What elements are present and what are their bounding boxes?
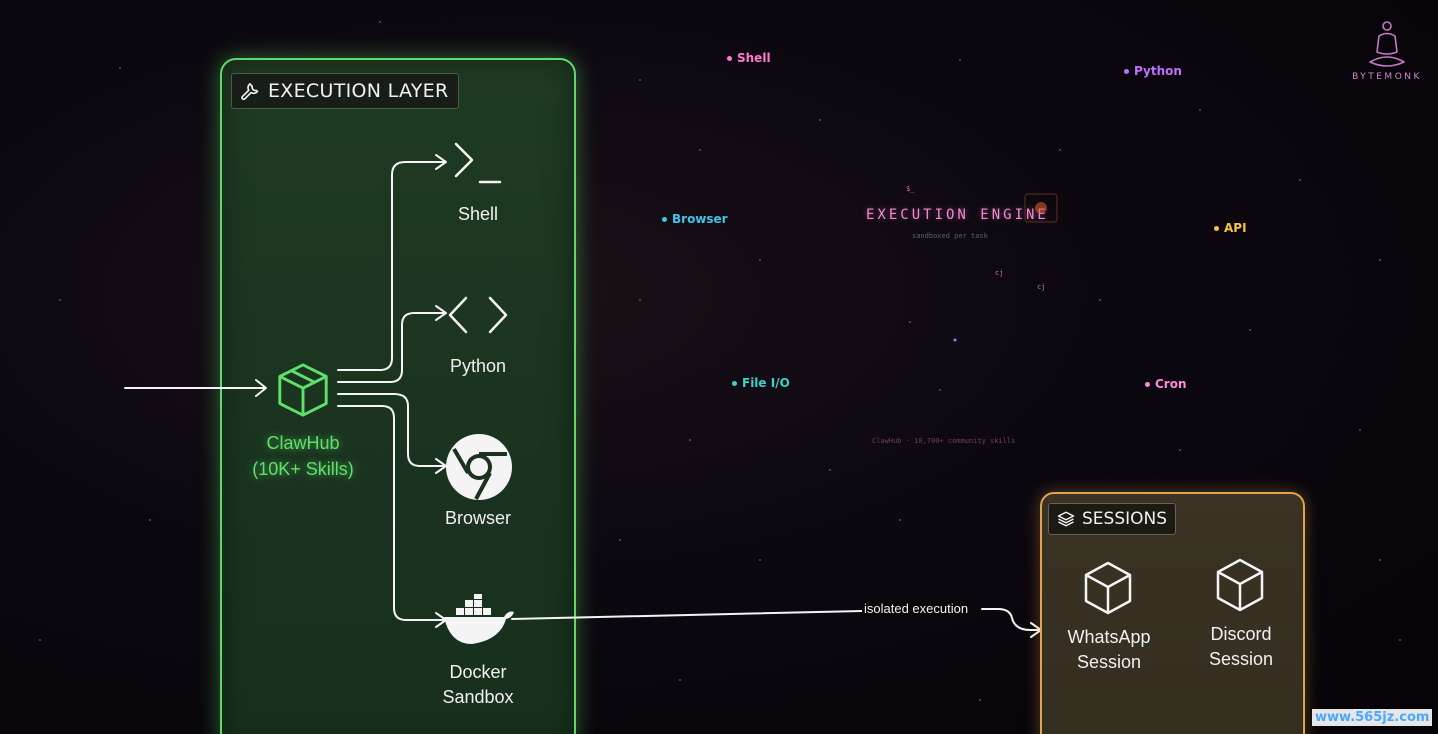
engine-orbit-glyph-1: cj — [995, 269, 1004, 277]
execution-engine-subtitle: sandboxed per task — [912, 232, 988, 240]
layers-icon — [1057, 511, 1075, 527]
clawhub-subtitle: (10K+ Skills) — [252, 459, 354, 479]
engine-node-file-io-text: File I/O — [742, 376, 790, 390]
bytemonk-logo-icon — [1369, 21, 1405, 67]
input-arrow — [124, 379, 267, 397]
engine-prompt-glyph: $_ — [906, 185, 915, 193]
branch-to-shell — [337, 154, 447, 371]
whatsapp-session-line1: WhatsApp — [1067, 627, 1151, 647]
engine-node-api-text: API — [1224, 221, 1247, 235]
engine-node-shell: Shell — [727, 51, 771, 65]
chrome-browser-icon — [446, 434, 512, 500]
engine-core-glow — [1024, 193, 1058, 223]
engine-node-shell-text: Shell — [737, 51, 771, 65]
branch-to-browser — [337, 393, 447, 474]
engine-node-dot — [662, 216, 667, 222]
engine-node-dot — [1145, 381, 1150, 387]
terminal-prompt-icon — [454, 142, 502, 184]
docker-sandbox-label: Docker Sandbox — [428, 660, 528, 710]
engine-footer: ClawHub · 10,700+ community skills — [872, 437, 1016, 445]
isolated-execution-link — [511, 610, 863, 620]
isolated-execution-label: isolated execution — [862, 601, 971, 616]
engine-node-file-io: File I/O — [732, 376, 790, 390]
watermark: www.565jz.com — [1312, 709, 1433, 726]
engine-node-browser-text: Browser — [672, 212, 728, 226]
engine-node-dot — [732, 380, 737, 386]
engine-node-cron-text: Cron — [1155, 377, 1187, 391]
execution-layer-title-text: EXECUTION LAYER — [268, 80, 449, 102]
discord-session-label: Discord Session — [1186, 622, 1296, 672]
engine-node-dot — [1124, 68, 1129, 74]
package-cube-icon — [278, 363, 328, 417]
execution-layer-title: EXECUTION LAYER — [231, 73, 460, 109]
engine-node-cron: Cron — [1145, 377, 1187, 391]
clawhub-label: ClawHub (10K+ Skills) — [236, 430, 370, 482]
browser-label: Browser — [444, 508, 511, 528]
engine-node-dot — [1214, 225, 1219, 231]
sessions-title-text: SESSIONS — [1082, 509, 1168, 529]
clawhub-name: ClawHub — [266, 433, 340, 453]
discord-session-cube-icon — [1216, 558, 1264, 612]
engine-orbit-glyph-2: cj — [1037, 283, 1046, 291]
wrench-icon — [241, 83, 259, 101]
engine-node-browser: Browser — [662, 212, 728, 226]
engine-node-python-text: Python — [1134, 64, 1182, 78]
docker-whale-icon — [444, 594, 514, 644]
docker-label-line2: Sandbox — [442, 687, 514, 707]
code-brackets-icon — [448, 296, 508, 334]
whatsapp-session-line2: Session — [1076, 652, 1142, 672]
brand-name: BYTEMONK — [1352, 72, 1422, 82]
python-label: Python — [449, 356, 507, 376]
discord-session-line2: Session — [1208, 649, 1274, 669]
execution-engine-title: EXECUTION ENGINE — [866, 207, 1049, 223]
branch-to-python — [337, 305, 447, 383]
shell-label: Shell — [457, 204, 499, 224]
discord-session-line1: Discord — [1210, 624, 1272, 644]
whatsapp-session-label: WhatsApp Session — [1054, 625, 1164, 675]
whatsapp-session-cube-icon — [1084, 561, 1132, 615]
engine-node-dot — [727, 55, 732, 61]
engine-node-api: API — [1214, 221, 1247, 235]
engine-node-python: Python — [1124, 64, 1182, 78]
sessions-title: SESSIONS — [1048, 503, 1177, 535]
isolated-execution-link-end — [981, 608, 1042, 638]
docker-label-line1: Docker — [449, 662, 507, 682]
